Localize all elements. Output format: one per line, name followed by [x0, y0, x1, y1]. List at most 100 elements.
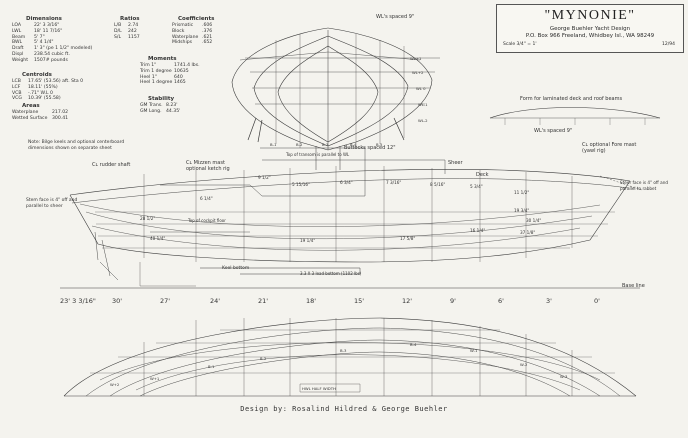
coefficients-value: .376 — [202, 28, 213, 34]
areas-heading: Areas — [22, 103, 40, 109]
station-label: 15' — [354, 297, 364, 305]
profile-dimension: 19 3/4" — [514, 208, 529, 213]
centroids-value: 10.39' (55.58) — [28, 96, 61, 102]
half-breadth-labels: B-1B-2B-3B-4W-1W-2W-3W+1W+2 — [110, 342, 568, 387]
dimensions-value: 5' 4 1/4" — [34, 40, 54, 46]
mizzen-mast-note: Cʟ Mizzen mast optional ketch rig — [186, 160, 230, 172]
rudder-shaft-note: Cʟ rudder shaft — [92, 162, 131, 168]
centroids-value: 17.65' (53.56) aft. Sta 0 — [28, 79, 84, 84]
profile-dimension: 28 1/2" — [140, 216, 155, 221]
areas-label: Waterplane — [12, 110, 39, 115]
buttocks-spacing-note: Buttocks spaced 12" — [344, 145, 396, 151]
body-plan-label: B-2 — [296, 142, 303, 147]
coefficients-row: Midships.652 — [172, 40, 212, 46]
steer-face-note: Steer face is 4" off and parallel to rab… — [620, 180, 669, 191]
base-line-label: Base line — [622, 283, 645, 289]
dimensions-value: 18' 11 7/16" — [34, 28, 63, 34]
ratios-label: L/B — [114, 23, 122, 28]
coefficients-value: .621 — [202, 34, 213, 40]
stem-face-note: Stem face is 4" off and parallel to shee… — [26, 198, 78, 209]
station-label: 18' — [306, 297, 316, 305]
dimensions-label: Draft — [12, 46, 24, 52]
body-plan — [231, 27, 440, 170]
stability-row: GM Long.44.35' — [140, 109, 180, 115]
moments-label: Heel 1 degree — [140, 80, 173, 86]
half-breadth-label: W-3 — [560, 374, 568, 379]
body-plan-label: WL-1 — [418, 102, 428, 107]
station-label: 30' — [112, 297, 122, 305]
station-label: 27' — [160, 297, 170, 305]
dimensions-label: BWL — [12, 40, 23, 46]
profile-dimension: 5 3/4" — [470, 184, 483, 189]
moments-label: Heel 1" — [140, 74, 157, 80]
half-breadth-label: W-2 — [520, 362, 528, 367]
moments-label: Trim 1 degree — [140, 68, 172, 74]
dimensions-label: LOA — [12, 23, 22, 28]
coefficients-value: .606 — [202, 23, 213, 28]
profile-dimension: 9 1/2" — [258, 175, 271, 180]
station-labels: 23' 3 3/16"30'27'24'21'18'15'12'9'6'3'0' — [60, 297, 600, 305]
half-width-label: HWL HALF WIDTH — [302, 386, 336, 391]
station-label: 6' — [498, 297, 504, 305]
cockpit-floor-note: Top of cockpit floor — [188, 218, 226, 223]
areas-value: 217.02 — [52, 110, 69, 115]
profile-dimension: 40 1/4" — [150, 236, 165, 241]
body-plan-label: B-1 — [270, 142, 277, 147]
dimensions-heading: Dimensions — [26, 16, 62, 22]
fore-mast-note: Cʟ optional Fore mast (yawl rig) — [582, 142, 637, 154]
centroids-row: VCB-.71" W.L 0 — [12, 91, 53, 97]
dimensions-row: LOA 22' 3 3/16" — [12, 23, 59, 29]
station-label: 0' — [594, 297, 600, 305]
moments-value: 1465 — [174, 80, 186, 86]
centroids-heading: Centroids — [22, 72, 52, 78]
coefficients-label: Midships — [172, 40, 193, 46]
ratios-row: S/L 1157 — [114, 35, 140, 41]
profile-dimension: 6 1/4" — [200, 196, 213, 201]
designer-credit: Design by: Rosalind Hildred & George Bue… — [240, 405, 448, 413]
dimensions-value: 5' 7" — [34, 34, 45, 40]
body-plan-label: WL+1 — [410, 56, 422, 61]
deck-label: Deck — [476, 172, 489, 178]
dimensions-value: 22' 3 3/16" — [34, 23, 60, 28]
half-breadth-plan — [63, 317, 637, 397]
moments-value: 640 — [174, 74, 183, 80]
profile-dimension: 7 3/16" — [386, 180, 401, 185]
body-plan-label: WL 0 — [416, 86, 426, 91]
moments-value: 10635 — [174, 68, 189, 74]
centroids-label: VCG — [12, 96, 22, 102]
scale-note: Scale 3/4" = 1' — [503, 42, 537, 47]
ratios-heading: Ratios — [120, 16, 140, 22]
coefficients-row: Waterplane.621 — [172, 35, 212, 41]
ratios-value: 1157 — [128, 34, 140, 40]
moments-value: 1741.4 lbs. — [174, 63, 200, 68]
ratios-label: S/L — [114, 34, 122, 40]
body-plan-label: B-5 — [376, 142, 383, 147]
moments-row: Heel 1" 640 — [140, 75, 183, 81]
profile-dimension: 16 1/4" — [470, 228, 485, 233]
dimensions-label: LWL — [12, 28, 22, 34]
stability-row: GM Trans.8.23' — [140, 103, 178, 109]
half-breadth-label: B-3 — [340, 348, 347, 353]
sheer-label: Sheer — [448, 160, 463, 166]
areas-row: Waterplane 217.02 — [12, 110, 68, 116]
half-breadth-label: W-1 — [470, 348, 478, 353]
coefficients-label: Prismatic — [172, 23, 194, 28]
half-breadth-label: B-1 — [208, 364, 215, 369]
moments-row: Trim 1"1741.4 lbs. — [140, 63, 200, 69]
transom-note: Top of transom is parallel to WL — [286, 152, 350, 157]
half-breadth-label: W+2 — [110, 382, 120, 387]
title-block: "MYNONIE" George Buehler Yacht Design P.… — [496, 4, 684, 53]
stability-value: 8.23' — [166, 103, 178, 108]
profile-dimension: 5 15/16" — [292, 182, 310, 187]
ratios-value: 242 — [128, 28, 137, 34]
profile-dimension: 17 5/8" — [400, 236, 415, 241]
dimensions-value: 1507# pounds — [34, 57, 68, 63]
deck-crown-note: Form for laminated deck and roof beams — [520, 96, 623, 102]
